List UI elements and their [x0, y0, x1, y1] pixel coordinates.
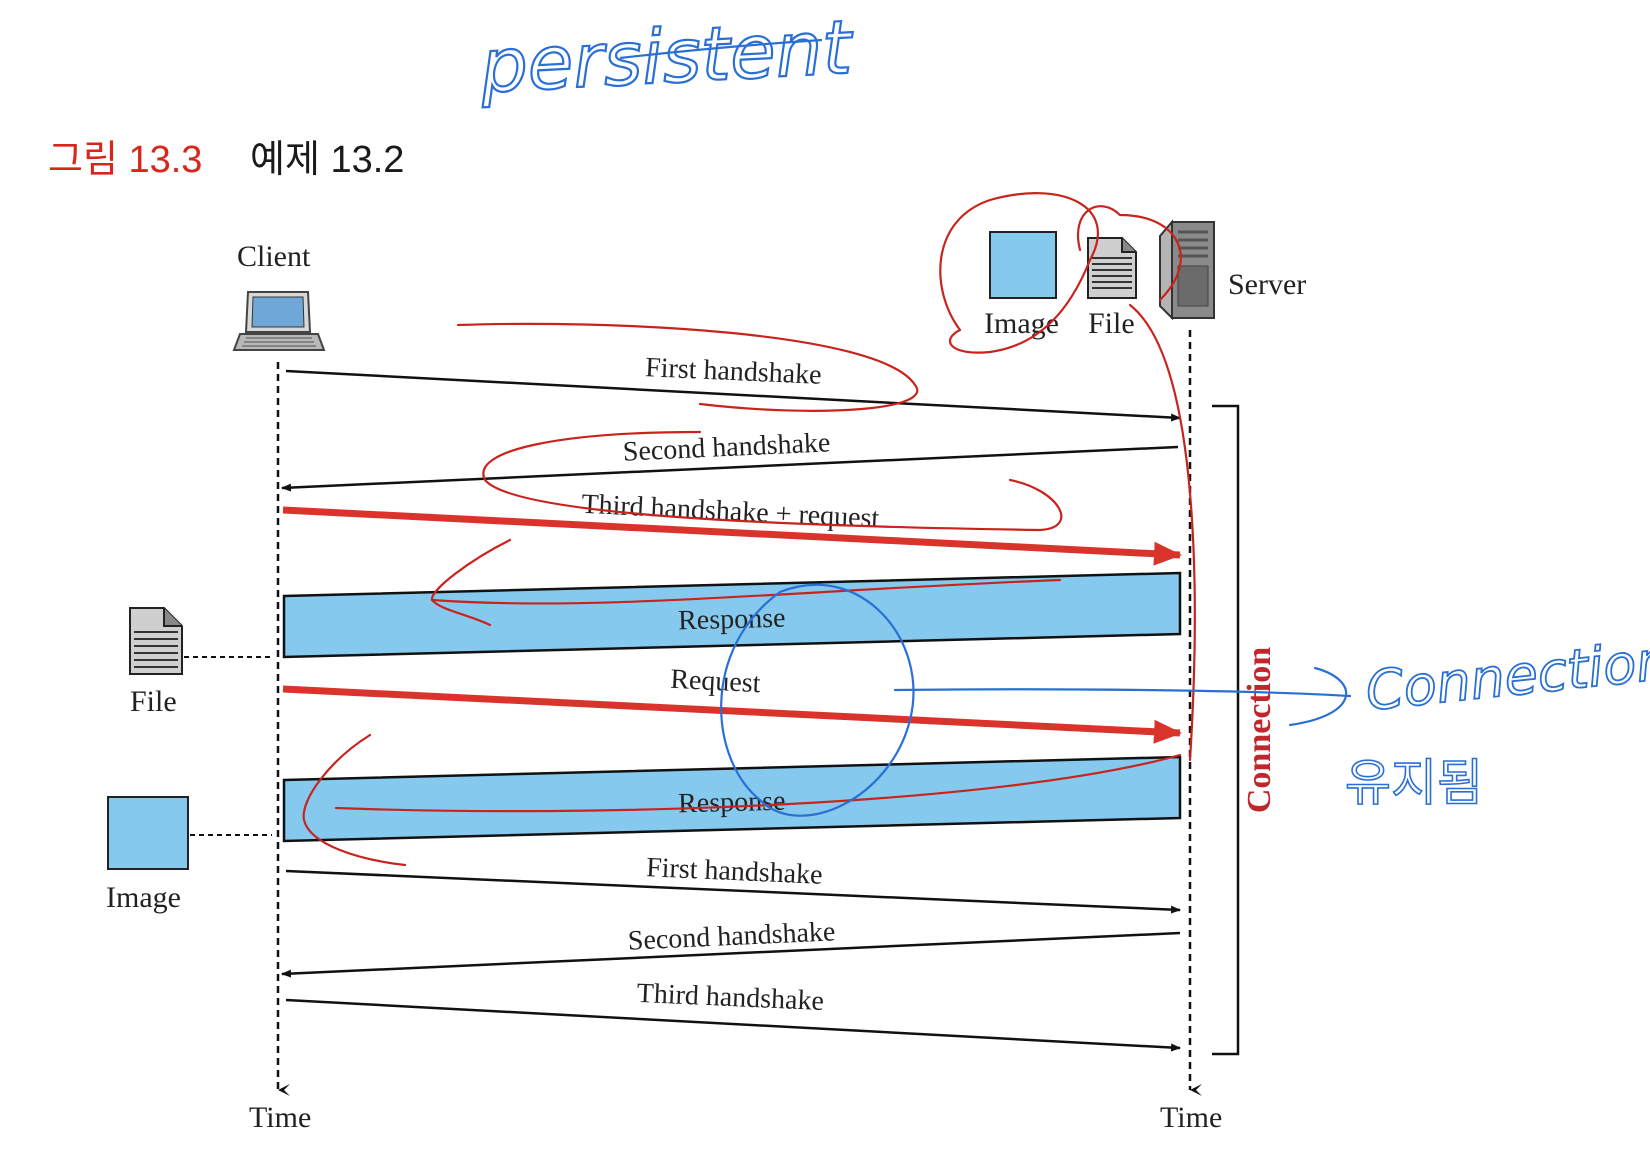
server-time-label: Time — [1160, 1101, 1222, 1134]
message-response-1: Response — [282, 571, 1182, 659]
server-file-document-icon — [1087, 237, 1137, 299]
message-first-handshake-1: First handshake — [285, 352, 1181, 422]
red-annotation-strokes — [302, 192, 1196, 867]
figure-title: 예제 13.2 — [250, 139, 404, 181]
message-label: First handshake — [646, 852, 824, 891]
client-image-label: Image — [106, 881, 181, 914]
message-label: Third handshake — [636, 978, 825, 1017]
handwritten-underline-stroke — [619, 38, 823, 60]
blue-annotation-strokes — [720, 583, 1352, 817]
message-label: Request — [670, 664, 762, 699]
client-file-document-icon — [129, 607, 183, 675]
message-second-handshake-1: Second handshake — [281, 427, 1179, 492]
server-tower-icon — [1159, 219, 1215, 321]
message-label: Response — [678, 603, 786, 637]
figure-label: 그림 13.3 — [48, 139, 202, 181]
connection-bracket — [1212, 404, 1240, 1056]
client-file-label: File — [130, 685, 177, 718]
handwritten-maintained-note: 유지됨 — [1345, 754, 1483, 812]
message-label: First handshake — [645, 352, 823, 391]
message-label: Response — [678, 786, 786, 820]
message-request-2: Request — [282, 664, 1182, 744]
server-file-label: File — [1088, 307, 1135, 340]
server-image-square-icon — [989, 231, 1057, 299]
client-image-square-icon — [107, 796, 189, 870]
handwritten-connection-note: Connection — [1363, 628, 1650, 723]
client-label: Client — [237, 240, 311, 273]
message-second-handshake-2: Second handshake — [281, 916, 1181, 978]
connection-label: Connection — [1241, 647, 1278, 813]
message-third-handshake-2: Third handshake — [285, 978, 1181, 1052]
server-label: Server — [1228, 268, 1306, 301]
message-third-handshake-request: Third handshake + request — [282, 489, 1182, 566]
message-first-handshake-2: First handshake — [285, 852, 1181, 914]
client-time-label: Time — [249, 1101, 311, 1134]
message-response-2: Response — [282, 755, 1182, 843]
server-image-label: Image — [984, 307, 1059, 340]
laptop-icon — [232, 291, 326, 351]
handwritten-persistent-note: persistent — [477, 5, 856, 111]
